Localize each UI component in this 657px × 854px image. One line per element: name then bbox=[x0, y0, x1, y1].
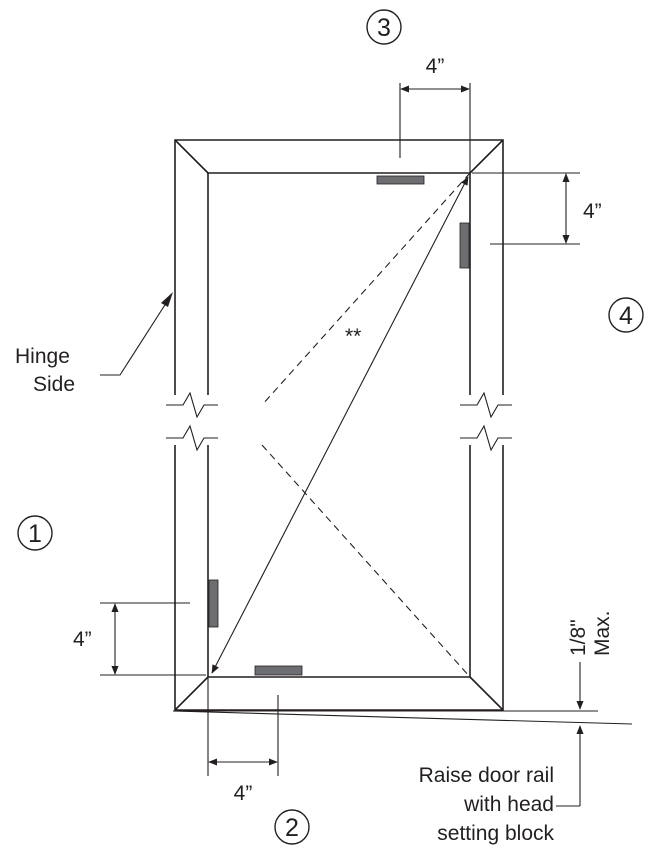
break-symbol bbox=[166, 391, 218, 419]
break-symbol bbox=[166, 424, 218, 452]
frame-inner-top bbox=[207, 172, 471, 395]
tolerance-dimension: 1/8" Max. bbox=[172, 610, 633, 807]
max-dimension-label: 1/8" bbox=[567, 619, 590, 656]
hinge-label: Hinge bbox=[15, 345, 70, 368]
raise-door-rail-note: Raise door rail with head setting block bbox=[419, 764, 555, 845]
callout-number: 4 bbox=[619, 302, 633, 330]
hinge-leader bbox=[100, 296, 171, 376]
dimension-label-left: 4” bbox=[73, 628, 92, 651]
note-line: with head bbox=[463, 793, 554, 816]
setting-block-left bbox=[208, 579, 219, 628]
dimension-label-bottom: 4” bbox=[234, 782, 253, 805]
setting-block-top bbox=[376, 175, 425, 185]
setting-block-right bbox=[459, 222, 470, 269]
callout-2: 2 bbox=[274, 809, 310, 845]
note-line: Raise door rail bbox=[419, 764, 554, 787]
frame-miter-bottom-left bbox=[174, 676, 209, 711]
sloped-line bbox=[172, 710, 633, 725]
frame-miter-top-right bbox=[469, 139, 504, 174]
frame-outer-bottom bbox=[174, 445, 504, 711]
dimension-label-right: 4” bbox=[583, 200, 602, 223]
diagonal-label: ** bbox=[345, 325, 361, 348]
dimension-left: 4” bbox=[73, 602, 206, 676]
callout-4: 4 bbox=[608, 297, 644, 333]
callout-1: 1 bbox=[17, 515, 53, 551]
note-line: setting block bbox=[437, 822, 554, 845]
frame-miter-top-left bbox=[174, 139, 209, 174]
diagonal-measure-arrow bbox=[211, 176, 469, 674]
dimension-right: 4” bbox=[472, 172, 602, 245]
hinge-side-callout: Hinge Side bbox=[15, 292, 173, 396]
hinge-label-side: Side bbox=[33, 373, 75, 396]
door-frame bbox=[174, 139, 504, 711]
dimension-label-top: 4” bbox=[426, 55, 445, 78]
frame-inner-bottom bbox=[207, 445, 471, 678]
diagonal-dashed-upper bbox=[261, 172, 471, 406]
frame-outer-top bbox=[174, 139, 504, 395]
break-symbol bbox=[460, 391, 512, 419]
callout-number: 3 bbox=[377, 14, 391, 42]
break-symbols bbox=[166, 391, 512, 452]
callout-number: 1 bbox=[28, 520, 42, 548]
callout-3: 3 bbox=[366, 9, 402, 45]
dimension-top: 4” bbox=[399, 55, 471, 173]
frame-miter-bottom-right bbox=[469, 676, 504, 711]
dimension-bottom: 4” bbox=[207, 677, 279, 805]
max-dimension-suffix: Max. bbox=[591, 610, 614, 656]
setting-blocks bbox=[208, 175, 470, 676]
break-symbol bbox=[460, 424, 512, 452]
callout-number: 2 bbox=[285, 814, 299, 842]
setting-block-bottom bbox=[254, 665, 303, 676]
diagonal-dashed-lower bbox=[261, 444, 471, 678]
diagonals bbox=[211, 172, 471, 678]
